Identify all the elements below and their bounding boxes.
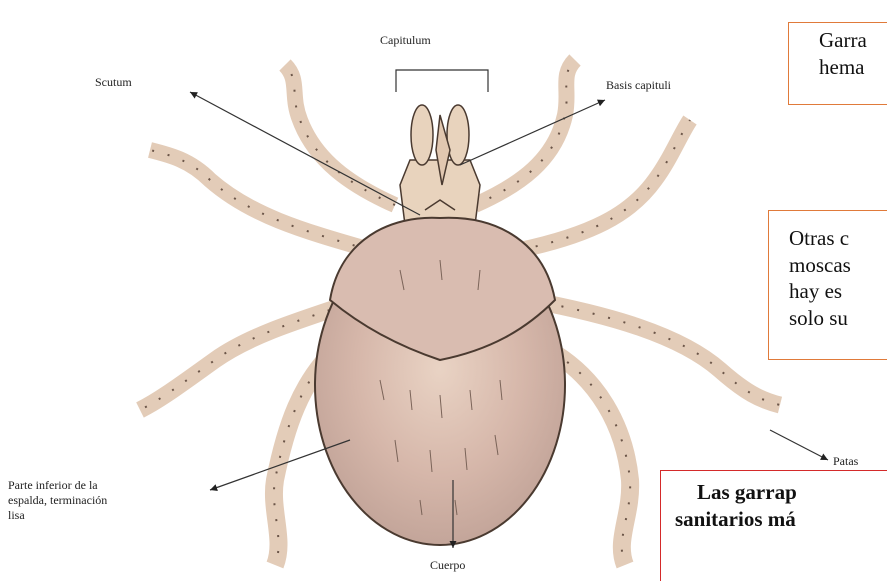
basis-capituli-label: Basis capituli xyxy=(606,78,671,93)
leg-right-2 xyxy=(520,120,690,250)
palp-right xyxy=(447,105,469,165)
patas-leader xyxy=(770,430,828,460)
info-box-top: Garra hema xyxy=(788,22,887,105)
parte-inferior-line-3: lisa xyxy=(8,508,107,523)
parte-inferior-label: Parte inferior de la espalda, terminació… xyxy=(8,478,107,523)
parte-inferior-line-2: espalda, terminación xyxy=(8,493,107,508)
info-box-top-line-1: Garra xyxy=(819,27,887,54)
tick-body xyxy=(315,218,565,545)
parte-inferior-line-1: Parte inferior de la xyxy=(8,478,107,493)
info-box-middle: Otras c moscas hay es solo su xyxy=(768,210,887,360)
info-box-middle-line-1: Otras c xyxy=(789,225,887,252)
info-box-middle-line-2: moscas xyxy=(789,252,887,279)
basis-capituli-leader xyxy=(460,100,605,165)
cuerpo-label: Cuerpo xyxy=(430,558,465,573)
leg-left-1 xyxy=(285,65,395,205)
capitulum-part xyxy=(400,105,480,225)
patas-label: Patas xyxy=(833,454,858,469)
info-box-middle-line-3: hay es xyxy=(789,278,887,305)
info-box-bottom: Las garrap sanitarios má xyxy=(660,470,887,581)
info-box-middle-line-4: solo su xyxy=(789,305,887,332)
info-box-bottom-line-1: Las garrap xyxy=(675,479,887,506)
info-box-top-line-2: hema xyxy=(819,54,887,81)
info-box-bottom-line-2: sanitarios má xyxy=(675,506,887,533)
leg-right-1 xyxy=(475,60,575,205)
palp-left xyxy=(411,105,433,165)
capitulum-bracket xyxy=(396,70,488,92)
scutum-label: Scutum xyxy=(95,75,132,90)
capitulum-label: Capitulum xyxy=(380,33,431,48)
